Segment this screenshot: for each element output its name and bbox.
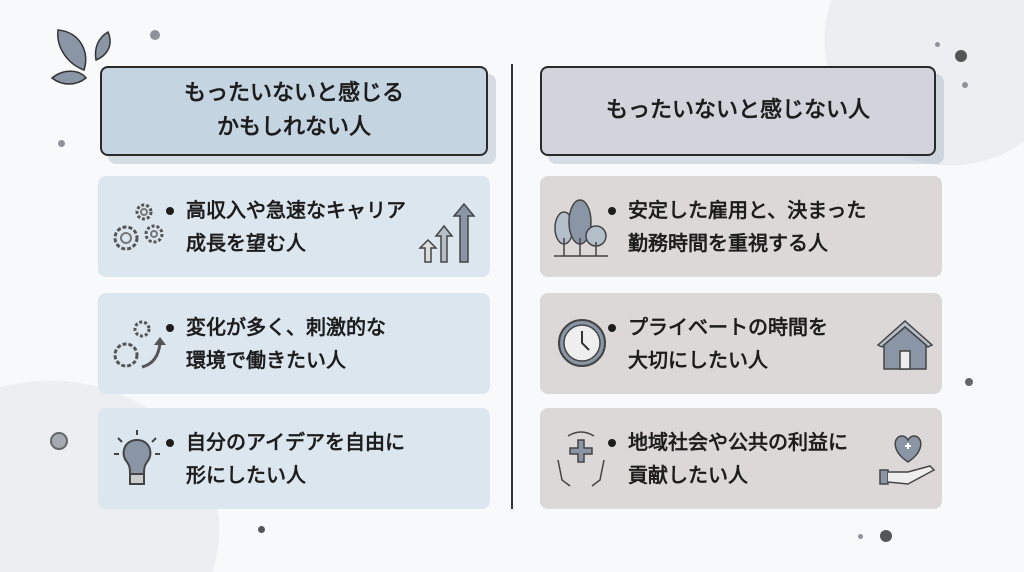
- item-line1: 地域社会や公共の利益に: [628, 429, 848, 454]
- right-item-card: 地域社会や公共の利益に貢献したい人: [540, 408, 942, 509]
- decor-dot: [258, 526, 265, 533]
- decor-dot: [955, 50, 967, 62]
- left-item-card: 高収入や急速なキャリア成長を望む人: [98, 176, 490, 277]
- heart-hand-icon: [879, 435, 936, 485]
- leaves-icon: [50, 29, 111, 85]
- item-line2: 形にしたい人: [186, 462, 306, 487]
- growth-arrows-icon: [418, 202, 476, 263]
- gear-arrow-icon: [113, 320, 166, 369]
- bullet: [166, 439, 174, 447]
- bullet: [608, 439, 616, 447]
- left-item-card: 自分のアイデアを自由に形にしたい人: [98, 408, 490, 509]
- decor-dot: [150, 30, 160, 40]
- item-line2: 大切にしたい人: [628, 347, 768, 372]
- bullet: [166, 207, 174, 215]
- item-line2: 勤務時間を重視する人: [628, 230, 828, 255]
- item-line1: 高収入や急速なキャリア: [186, 197, 406, 222]
- left-title-line1: もったいないと感じる: [183, 81, 404, 106]
- clock-icon: [558, 319, 606, 367]
- item-line2: 環境で働きたい人: [186, 347, 346, 372]
- item-line1: 安定した雇用と、決まった: [628, 197, 867, 222]
- decor-dot: [58, 140, 65, 147]
- column-divider: [511, 64, 513, 509]
- decor-dot: [50, 432, 68, 450]
- left-column-header: もったいないと感じるかもしれない人: [100, 66, 488, 156]
- right-item-card: 安定した雇用と、決まった勤務時間を重視する人: [540, 176, 942, 277]
- left-item-card: 変化が多く、刺激的な環境で働きたい人: [98, 293, 490, 394]
- item-line1: プライベートの時間を: [628, 314, 828, 339]
- bullet: [166, 324, 174, 332]
- decor-dot: [962, 82, 968, 88]
- item-line2: 貢献したい人: [628, 462, 748, 487]
- item-line2: 成長を望む人: [186, 230, 306, 255]
- bullet: [608, 207, 616, 215]
- decor-dot: [965, 378, 973, 386]
- item-line1: 自分のアイデアを自由に: [186, 429, 405, 454]
- lightbulb-icon: [114, 430, 160, 485]
- bullet: [608, 324, 616, 332]
- item-line1: 変化が多く、刺激的な: [186, 314, 386, 339]
- house-icon: [876, 319, 934, 370]
- right-item-card: プライベートの時間を大切にしたい人: [540, 293, 942, 394]
- left-title-line2: かもしれない人: [216, 115, 371, 140]
- care-hands-icon: [557, 431, 605, 487]
- decor-dot: [935, 42, 940, 47]
- decor-dot: [858, 534, 863, 539]
- right-title: もったいないと感じない人: [605, 98, 870, 123]
- right-column-header: もったいないと感じない人: [540, 66, 936, 156]
- trees-icon: [554, 199, 608, 257]
- gears-icon: [113, 203, 164, 251]
- decor-dot: [880, 530, 892, 542]
